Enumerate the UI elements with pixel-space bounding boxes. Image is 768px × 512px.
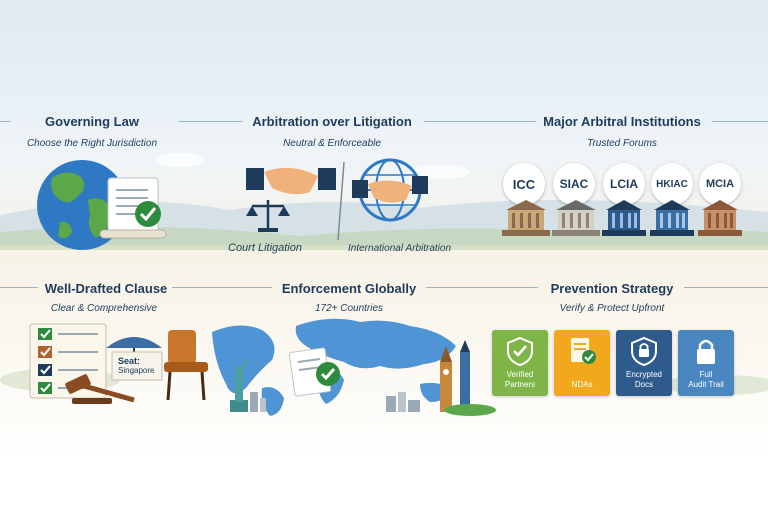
statue-of-liberty-icon [230, 359, 248, 412]
scales-icon [246, 200, 290, 232]
tile-verified-line1: Verified [506, 370, 534, 379]
shield-lock-icon [631, 336, 657, 366]
prevention-subtitle: Verify & Protect Upfront [559, 303, 665, 314]
tile-audit-line1: Full [699, 370, 713, 379]
enforcement-subtitle: 172+ Countries [314, 303, 384, 314]
courthouse-icon [552, 200, 600, 236]
tile-ndas-line1: NDAs [571, 380, 593, 389]
seat-label: Seat: [118, 356, 141, 366]
arbitration-subtitle: Neutral & Enforceable [283, 138, 381, 149]
document-check-icon [571, 338, 596, 364]
seat-sign: Seat: Singapore [118, 356, 154, 376]
institution-mcia: MCIA [699, 163, 741, 205]
institution-lcia: LCIA [603, 163, 645, 205]
courthouse-icon [502, 200, 550, 236]
courthouse-icon [602, 200, 646, 236]
prevention-title: Prevention Strategy [550, 281, 674, 296]
arbitration-title: Arbitration over Litigation [252, 114, 412, 129]
checkmark-icon [135, 201, 161, 227]
tile-encrypted-line1: Encrypted [625, 370, 663, 379]
governing-law-subtitle: Choose the Right Jurisdiction [26, 138, 158, 149]
tile-verified-line2: Partners [504, 380, 536, 389]
institution-siac: SIAC [553, 163, 595, 205]
governing-law-title: Governing Law [45, 114, 139, 129]
chair-icon [164, 330, 208, 401]
clause-title: Well-Drafted Clause [44, 281, 168, 296]
tile-ndas: NDAs [554, 330, 610, 396]
international-arbitration-label: International Arbitration [348, 243, 452, 254]
court-litigation-label: Court Litigation [228, 242, 302, 254]
tile-encrypted-line2: Docs [634, 380, 654, 389]
institutions-title: Major Arbitral Institutions [543, 114, 701, 129]
handshake-icon [246, 167, 336, 195]
gavel-icon [65, 374, 135, 404]
enforcement-title: Enforcement Globally [281, 281, 417, 296]
handshake-icon [352, 176, 428, 203]
courthouse-icon [650, 200, 694, 236]
lock-icon [697, 339, 715, 364]
institution-icc: ICC [503, 163, 545, 205]
globe-icon [37, 160, 127, 250]
institution-hkiac: HKIAC [651, 163, 693, 205]
institutions-subtitle: Trusted Forums [587, 138, 657, 149]
seat-value: Singapore [118, 366, 155, 375]
tile-audit-line2: Audit Trail [688, 380, 724, 389]
big-ben-icon [440, 346, 452, 412]
courthouse-icon [698, 200, 742, 236]
checkmark-icon [316, 362, 340, 386]
shield-icon [507, 336, 533, 366]
clause-subtitle: Clear & Comprehensive [50, 303, 158, 314]
